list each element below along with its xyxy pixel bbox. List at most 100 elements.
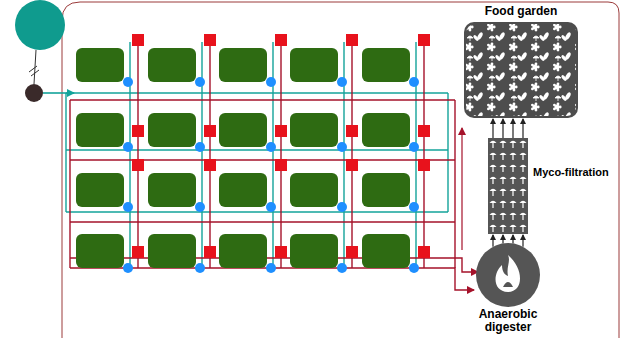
waste-pipe (70, 258, 478, 272)
water-pipe (66, 211, 448, 212)
waste-pipe (209, 40, 210, 268)
water-tap (266, 77, 276, 87)
waste-bin (132, 159, 144, 171)
water-tap (195, 202, 205, 212)
water-tap (266, 142, 276, 152)
waste-bin (418, 159, 430, 171)
water-pipe (66, 92, 448, 93)
house-plot (219, 234, 267, 268)
water-pipe (447, 93, 448, 212)
water-tap (123, 142, 133, 152)
waste-bin (204, 159, 216, 171)
waste-pipe (423, 40, 424, 268)
flow-arrow (522, 119, 523, 138)
waste-pipe (70, 221, 455, 222)
waste-pipe (351, 40, 352, 268)
waste-bin (204, 34, 216, 46)
water-tap (123, 202, 133, 212)
house-plot (76, 234, 124, 268)
house-plot (148, 173, 196, 207)
waste-bin (275, 246, 287, 258)
flow-arrow (522, 235, 523, 247)
water-tap (266, 263, 276, 273)
garden-bed (464, 22, 578, 118)
waste-pipe (70, 99, 455, 100)
house-plot (76, 113, 124, 147)
break-mark (29, 66, 39, 76)
water-tap (195, 77, 205, 87)
water-source (15, 0, 65, 50)
house-plot (290, 113, 338, 147)
waste-bin (346, 246, 358, 258)
waste-pipe (454, 100, 455, 268)
digester-tank (476, 243, 540, 307)
waste-bin (418, 125, 430, 137)
water-tap (409, 202, 419, 212)
food-garden-shape (464, 22, 578, 118)
waste-bin (346, 125, 358, 137)
water-tap (195, 142, 205, 152)
valve (25, 84, 43, 102)
house-plot (219, 113, 267, 147)
anaerobic-digester-label: Anaerobic digester (463, 308, 553, 334)
flow-arrow (492, 235, 493, 247)
house-plot (362, 48, 410, 82)
house-plot (290, 234, 338, 268)
waste-bin (204, 125, 216, 137)
waste-bin (418, 34, 430, 46)
anaerobic-digester: Anaerobic digester (476, 243, 540, 307)
water-tap (123, 263, 133, 273)
house-plot (76, 48, 124, 82)
flow-arrow (512, 119, 513, 138)
flow-arrows (493, 119, 523, 138)
site-boundary (62, 2, 619, 338)
waste-pipe (137, 40, 138, 268)
mushrooms (488, 138, 528, 234)
waste-bin (275, 159, 287, 171)
water-pipe (66, 149, 448, 150)
water-tap (337, 263, 347, 273)
waste-bin (346, 34, 358, 46)
house-plot (290, 48, 338, 82)
food-garden-label: Food garden (485, 5, 558, 18)
flow-arrow (502, 235, 503, 243)
water-pipe (272, 42, 273, 266)
house-plot (148, 48, 196, 82)
waste-pipe (70, 159, 455, 160)
house-plot (362, 113, 410, 147)
waste-bin (346, 159, 358, 171)
food-garden: Food garden (464, 22, 578, 118)
waste-bin (275, 125, 287, 137)
house-plot (362, 234, 410, 268)
waste-bin (132, 34, 144, 46)
return-pipe (461, 128, 462, 250)
waste-pipe (280, 40, 281, 268)
water-tap (409, 142, 419, 152)
water-pipe (415, 42, 416, 266)
myco-filtration-shape (488, 138, 528, 234)
house-plot (148, 113, 196, 147)
water-pipe (343, 42, 344, 266)
water-tap (409, 263, 419, 273)
house-plot (76, 173, 124, 207)
water-pipe (129, 42, 130, 266)
waste-bin (204, 246, 216, 258)
house-plot (219, 173, 267, 207)
plants (466, 24, 576, 116)
filter-bed (488, 138, 528, 234)
myco-filtration-label: Myco-filtration (533, 166, 609, 179)
water-tap (195, 263, 205, 273)
water-pipe (65, 93, 66, 212)
myco-filtration: Myco-filtration (488, 138, 528, 234)
water-tap (123, 77, 133, 87)
flow-arrow (512, 235, 513, 243)
housing-grid (66, 34, 478, 290)
water-pipe (201, 42, 202, 266)
water-tap (409, 77, 419, 87)
waste-pipe (69, 100, 70, 268)
waste-bin (132, 125, 144, 137)
flow-arrow (492, 119, 493, 138)
water-tap (337, 142, 347, 152)
anaerobic-digester-shape (476, 243, 540, 307)
